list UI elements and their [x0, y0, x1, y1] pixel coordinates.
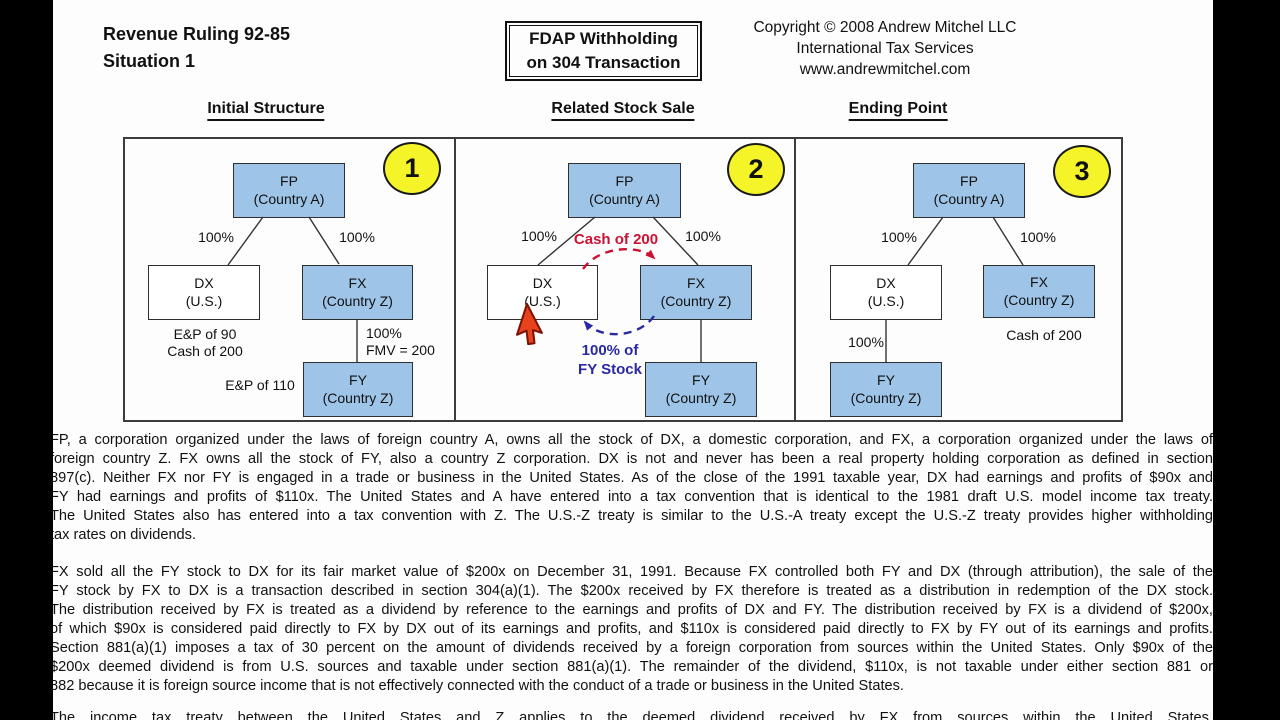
panel2-fx-name: FX [687, 275, 705, 291]
panel3-fp-country: (Country A) [933, 190, 1005, 207]
panel1-fxfy-note: 100% FMV = 200 [366, 325, 435, 359]
copyright-line1: Copyright © 2008 Andrew Mitchel LLC [753, 19, 1017, 36]
page-title-line2: Situation 1 [103, 51, 196, 71]
panel3-fp-box: FP (Country A) [913, 163, 1025, 218]
panel3-fp-name: FP [960, 173, 978, 189]
topic-badge-line2: on 304 Transaction [526, 53, 681, 72]
panel3-dx-name: DX [876, 275, 896, 291]
panel3-fx-note: Cash of 200 [1006, 327, 1082, 343]
letterbox-bar-right [1213, 0, 1280, 720]
panel2-dx-box: DX (U.S.) [487, 265, 598, 320]
panel3-fx-country: (Country Z) [1003, 291, 1075, 308]
panel1-fxfy-fmv: FMV = 200 [366, 342, 435, 358]
paragraph2-line: Section 881(a)(1) imposes a tax of 30 pe… [53, 640, 1213, 656]
panel1-dx-note-ep: E&P of 90 [173, 326, 237, 342]
body-paragraph-3-partial: The income tax treaty between the United… [53, 709, 1213, 720]
panel3-fx-box: FX (Country Z) [983, 265, 1095, 318]
panel2-dx-name: DX [532, 275, 553, 291]
panel1-fx-country: (Country Z) [322, 292, 393, 309]
panel3-ownership-left: 100% [881, 229, 917, 245]
paragraph2-line: of which $90x is considered paid directl… [53, 621, 1213, 637]
panel1-fp-name: FP [280, 173, 298, 189]
paragraph2-line: The distribution received by FX is treat… [53, 602, 1213, 618]
panel1-ownership-right: 100% [339, 229, 375, 245]
paragraph3-line: The income tax treaty between the United… [53, 710, 1213, 720]
panel3-fy-name: FY [877, 372, 895, 388]
panel2-stock-label-line2: FY Stock [578, 361, 642, 378]
panel2-stock-transfer-label: 100% of FY Stock [578, 341, 642, 379]
panel2-ownership-left: 100% [521, 228, 557, 244]
panel2-fy-country: (Country Z) [665, 389, 737, 406]
panel1-fx-box: FX (Country Z) [302, 265, 413, 320]
paragraph2-line: 882 because it is foreign source income … [53, 678, 904, 694]
paragraph1-line: tax rates on dividends. [53, 527, 197, 543]
topic-badge-box: FDAP Withholding on 304 Transaction [505, 21, 702, 81]
body-paragraph-1: FP, a corporation organized under the la… [53, 431, 1213, 545]
panel-divider-1 [454, 137, 456, 422]
panel2-number-badge: 2 [727, 143, 785, 196]
panel3-fy-box: FY (Country Z) [830, 362, 942, 417]
panel1-number-badge: 1 [383, 142, 441, 195]
panel-divider-2 [794, 137, 796, 422]
panel2-fx-box: FX (Country Z) [640, 265, 752, 320]
panel1-ownership-left: 100% [198, 229, 234, 245]
panel2-fp-name: FP [615, 173, 634, 189]
panel3-fy-country: (Country Z) [850, 389, 922, 406]
panel2-fp-country: (Country A) [589, 190, 660, 207]
panel1-fx-name: FX [348, 275, 367, 291]
column-header-related-stock-sale: Related Stock Sale [551, 100, 695, 121]
copyright-website: www.andrewmitchel.com [799, 61, 971, 78]
panel1-dx-note-cash: Cash of 200 [167, 343, 243, 359]
page-title: Revenue Ruling 92-85 Situation 1 [103, 21, 290, 75]
panel1-dx-country: (U.S.) [185, 292, 223, 309]
topic-badge-inner: FDAP Withholding on 304 Transaction [509, 25, 698, 77]
paragraph2-line: $200x deemed dividend is from U.S. sourc… [53, 659, 1213, 675]
panel1-dx-note: E&P of 90 Cash of 200 [167, 326, 243, 360]
panel3-dxfy-ownership: 100% [848, 334, 884, 350]
panel2-dx-country: (U.S.) [524, 292, 561, 309]
panel2-cash-transfer-label: Cash of 200 [573, 231, 659, 248]
panel2-fp-box: FP (Country A) [568, 163, 681, 218]
paragraph1-line: FP, a corporation organized under the la… [53, 432, 1213, 448]
paragraph2-line: FY stock by FX to DX is a transaction de… [53, 583, 1213, 599]
panel1-dx-name: DX [194, 275, 214, 291]
panel1-fp-country: (Country A) [253, 190, 325, 207]
panel1-fp-box: FP (Country A) [233, 163, 345, 218]
page-title-line1: Revenue Ruling 92-85 [103, 24, 291, 44]
panel1-fy-country: (Country Z) [322, 389, 394, 406]
panel2-fy-box: FY (Country Z) [645, 362, 757, 417]
panel1-dx-box: DX (U.S.) [148, 265, 260, 320]
column-header-initial-structure: Initial Structure [207, 100, 325, 121]
paragraph1-line: The United States also has entered into … [53, 508, 1213, 524]
panel2-ownership-right: 100% [685, 228, 721, 244]
panel2-stock-label-line1: 100% of [581, 342, 639, 359]
panel3-fx-name: FX [1030, 274, 1048, 290]
copyright-block: Copyright © 2008 Andrew Mitchel LLC Inte… [705, 17, 1065, 80]
copyright-line2: International Tax Services [796, 40, 974, 57]
body-paragraph-2: FX sold all the FY stock to DX for its f… [53, 563, 1213, 696]
column-header-ending-point: Ending Point [848, 100, 948, 121]
panel1-fy-box: FY (Country Z) [303, 362, 413, 417]
panel3-dx-country: (U.S.) [867, 292, 905, 309]
paragraph1-line: 897(c). Neither FX nor FY is engaged in … [53, 470, 1213, 486]
letterbox-bar-left [0, 0, 53, 720]
paragraph1-line: foreign country Z. FX owns all the stock… [53, 451, 1213, 467]
paragraph1-line: FY had earnings and profits of $110x. Th… [53, 489, 1213, 505]
page-canvas: Revenue Ruling 92-85 Situation 1 FDAP Wi… [53, 0, 1213, 720]
panel2-fx-country: (Country Z) [660, 292, 732, 309]
panel1-fxfy-pct: 100% [366, 325, 402, 341]
panel1-fy-note: E&P of 110 [225, 377, 295, 393]
panel2-fy-name: FY [692, 372, 710, 388]
panel3-ownership-right: 100% [1020, 229, 1056, 245]
paragraph2-line: FX sold all the FY stock to DX for its f… [53, 564, 1213, 580]
topic-badge-line1: FDAP Withholding [529, 29, 678, 48]
panel3-dx-box: DX (U.S.) [830, 265, 942, 320]
panel3-number-badge: 3 [1053, 145, 1111, 198]
panel1-fy-name: FY [349, 372, 367, 388]
